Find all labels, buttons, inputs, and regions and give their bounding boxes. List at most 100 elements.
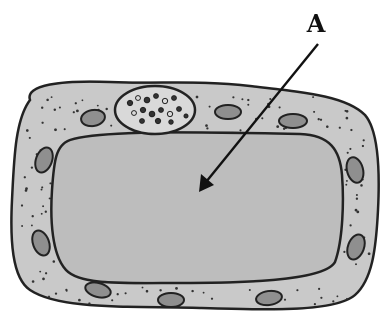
cytoplasm-dot [31, 166, 33, 168]
cytoplasm-dot [284, 299, 286, 301]
cytoplasm-dot [175, 287, 178, 290]
cytoplasm-dot [269, 98, 271, 100]
cytoplasm-dot [32, 280, 35, 283]
cytoplasm-dot [159, 289, 161, 291]
cytoplasm-dot [25, 187, 28, 190]
cytoplasm-dot [209, 106, 211, 108]
cytoplasm-dot [360, 184, 363, 187]
cytoplasm-dot [49, 197, 51, 199]
cytoplasm-dot [247, 104, 249, 106]
cytoplasm-dot [332, 300, 334, 302]
cytoplasm-dot [21, 225, 23, 227]
chloroplast [279, 114, 307, 128]
cytoplasm-dot [196, 96, 199, 99]
chloroplast [158, 293, 184, 307]
cytoplasm-dot [41, 186, 43, 188]
cytoplasm-dot [146, 290, 149, 293]
cytoplasm-dot [105, 108, 107, 110]
cytoplasm-dot [313, 111, 315, 113]
cytoplasm-dot [54, 108, 56, 110]
cytoplasm-dot [82, 99, 84, 101]
cytoplasm-dot [111, 299, 113, 301]
cytoplasm-dot [349, 224, 351, 226]
cytoplasm-dot [205, 124, 208, 127]
cytoplasm-dot [355, 263, 357, 265]
cytoplasm-dot [41, 107, 43, 109]
cytoplasm-dot [49, 182, 51, 184]
cytoplasm-dot [356, 194, 358, 196]
cytoplasm-dot [296, 289, 298, 291]
cytoplasm-dot [125, 292, 127, 294]
nucleus [115, 86, 195, 134]
cytoplasm-dot [53, 260, 56, 263]
cytoplasm-dot [97, 105, 99, 107]
cytoplasm-dot [247, 99, 249, 101]
cytoplasm-dot [346, 180, 348, 182]
cytoplasm-dot [206, 127, 208, 129]
cytoplasm-dot [78, 299, 81, 302]
cytoplasm-dot [283, 128, 285, 130]
cytoplasm-dot [343, 251, 345, 253]
cytoplasm-dot [59, 106, 61, 108]
cytoplasm-dot [239, 129, 241, 131]
cytoplasm-dot [314, 303, 316, 305]
cytoplasm-dot [346, 117, 349, 120]
cytoplasm-dot [318, 118, 320, 120]
cytoplasm-dot [211, 298, 213, 300]
cytoplasm-dot [347, 152, 349, 154]
cytoplasm-dot [55, 292, 57, 294]
cytoplasm-dot [41, 189, 43, 191]
cytoplasm-dot [249, 289, 251, 291]
cytoplasm-dot [31, 224, 33, 226]
cytoplasm-dot [349, 148, 351, 150]
cytoplasm-dot [318, 288, 320, 290]
cytoplasm-dot [339, 127, 341, 129]
cytoplasm-dot [21, 204, 23, 206]
cytoplasm-dot [41, 122, 43, 124]
cytoplasm-dot [346, 110, 349, 113]
cytoplasm-dot [356, 198, 358, 200]
cytoplasm-dot [261, 117, 263, 119]
cytoplasm-dot [39, 271, 41, 273]
chloroplast [215, 105, 241, 119]
cytoplasm-dot [191, 290, 193, 292]
cytoplasm-dot [345, 184, 347, 186]
cytoplasm-dot [276, 125, 279, 128]
cytoplasm-dot [203, 292, 205, 294]
cytoplasm-dot [66, 290, 68, 292]
cytoplasm-dot [32, 215, 34, 217]
cytoplasm-dot [241, 98, 243, 100]
cytoplasm-dot [312, 96, 314, 98]
cytoplasm-dot [336, 295, 338, 297]
cytoplasm-dot [110, 125, 112, 127]
cytoplasm-dot [75, 102, 77, 104]
cytoplasm-dot [54, 128, 57, 131]
cytoplasm-dot [48, 296, 50, 298]
cytoplasm-dot [142, 287, 144, 289]
cytoplasm-dot [355, 209, 358, 212]
cytoplasm-dot [26, 129, 29, 132]
cytoplasm-dot [320, 297, 322, 299]
cytoplasm-dot [362, 145, 364, 147]
cytoplasm-dot [64, 128, 66, 130]
cytoplasm-dot [42, 205, 44, 207]
cytoplasm-dot [29, 137, 31, 139]
cytoplasm-dot [326, 125, 329, 128]
cytoplasm-dot [363, 139, 365, 141]
cytoplasm-dot [45, 272, 47, 274]
cytoplasm-dot [368, 252, 371, 255]
cytoplasm-dot [42, 278, 45, 281]
cytoplasm-dot [232, 96, 234, 98]
cytoplasm-dot [320, 119, 322, 121]
cytoplasm-dot [279, 106, 281, 108]
cytoplasm-dot [350, 129, 352, 131]
cytoplasm-dot [76, 110, 79, 113]
cytoplasm-dot [88, 302, 90, 304]
cytoplasm-dot [41, 213, 43, 215]
cytoplasm-dot [73, 111, 75, 113]
label-a: A [306, 9, 326, 38]
cytoplasm-dot [45, 211, 47, 213]
cytoplasm-dot [46, 99, 49, 102]
cytoplasm-dot [117, 293, 119, 295]
